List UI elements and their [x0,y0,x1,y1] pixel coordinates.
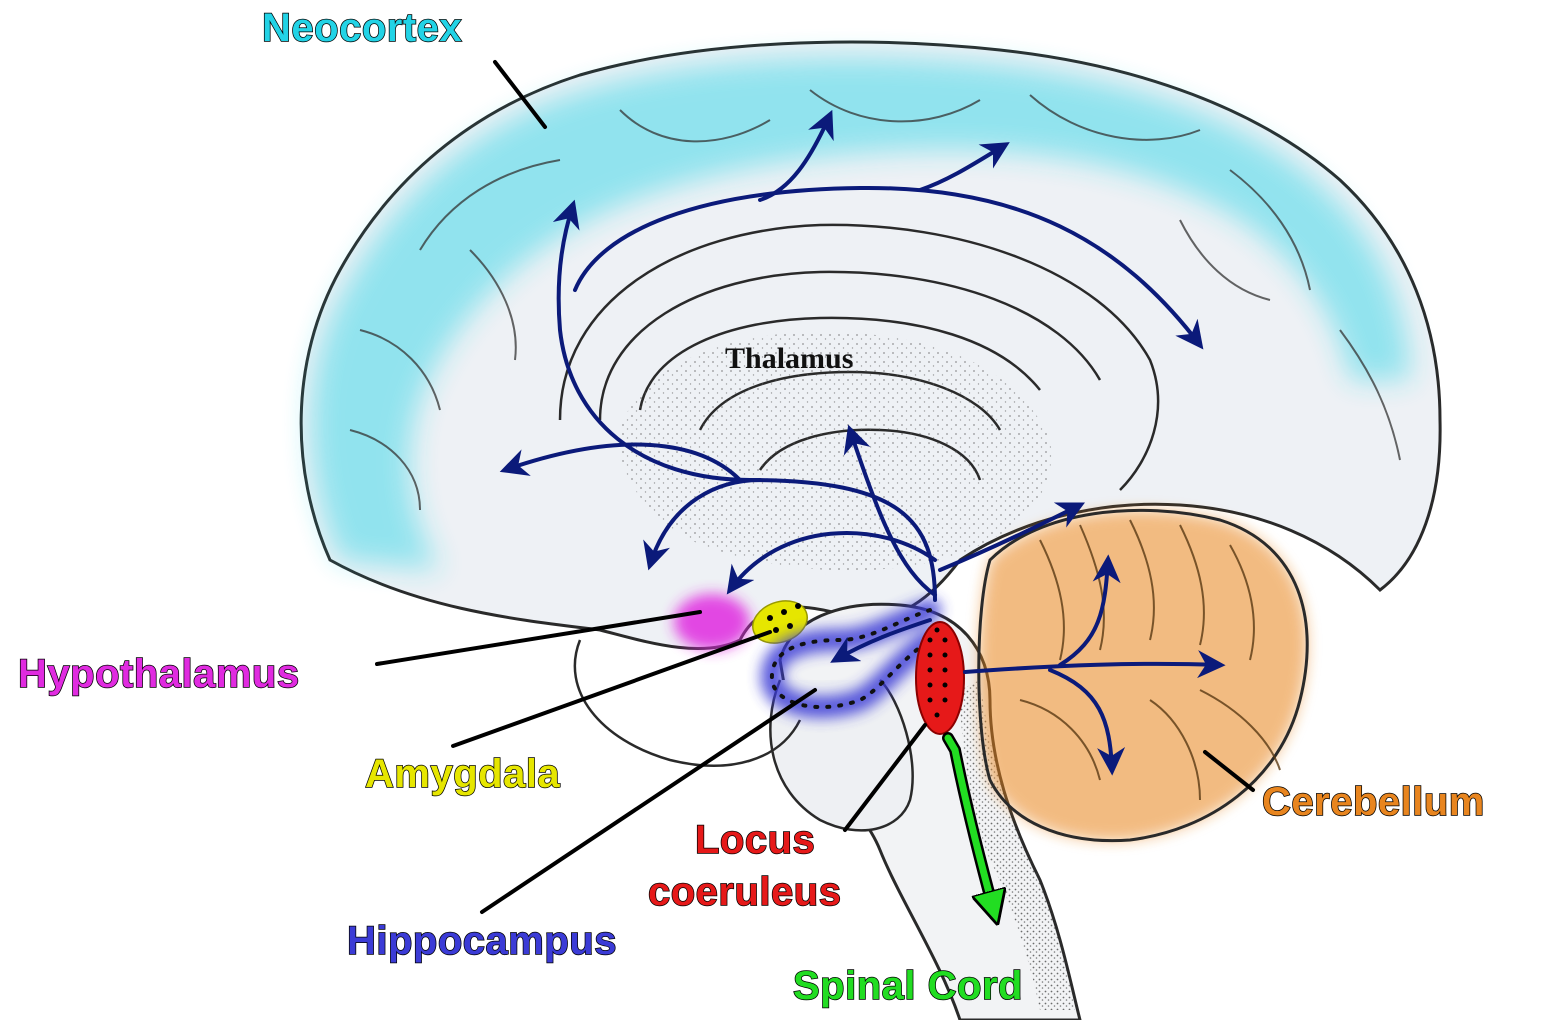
locus-coeruleus-region [916,622,964,734]
label-cerebellum: Cerebellum [1262,782,1485,822]
label-amygdala: Amygdala [365,754,560,794]
label-hypothalamus: Hypothalamus [18,654,300,694]
label-thalamus: Thalamus [725,342,853,376]
label-spinal-cord: Spinal Cord [793,966,1023,1006]
leader-amygdala [453,632,770,746]
label-neocortex: Neocortex [262,8,462,48]
label-hippocampus: Hippocampus [347,921,617,961]
cerebellum-region [979,510,1307,840]
label-locus: Locus [695,820,815,860]
label-coeruleus: coeruleus [648,872,841,912]
